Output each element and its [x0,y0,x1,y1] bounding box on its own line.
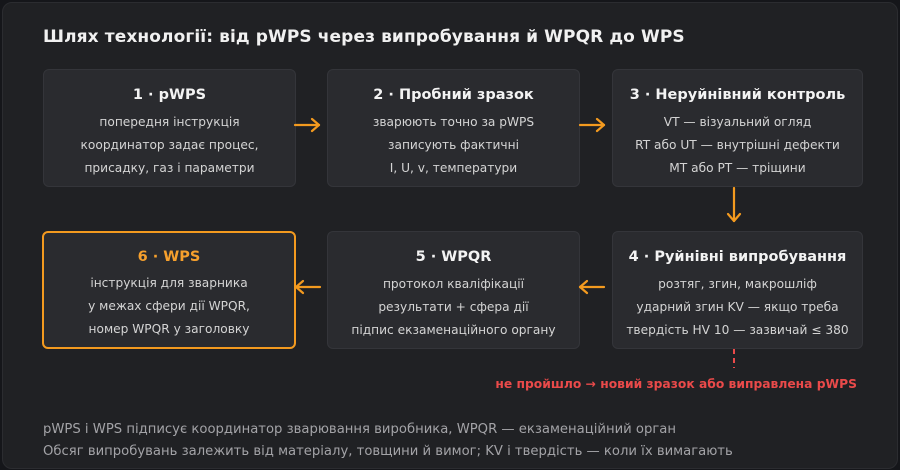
step-line: твердість HV 10 — зазвичай ≤ 380 [626,323,849,337]
step-4-destructive-tests: 4 · Руйнівні випробування розтяг, згин, … [612,231,863,349]
arrow-down-icon [726,186,742,223]
step-title: 2 · Пробний зразок [373,87,534,103]
diagram-title: Шлях технології: від pWPS через випробув… [43,27,685,47]
step-title: 3 · Неруйнівний контроль [629,87,846,103]
step-line: присадку, газ і параметри [84,161,255,175]
step-title: 6 · WPS [137,249,201,265]
step-line: попередня інструкція [99,115,240,129]
step-6-wps: 6 · WPS інструкція для зварника у межах … [42,231,296,349]
step-line: підпис екзаменаційного органу [351,323,556,337]
step-1-pwps: 1 · pWPS попередня інструкція координато… [43,69,296,187]
arrow-right-icon [293,117,321,133]
step-line: протокол кваліфікації [382,277,525,291]
arrow-left-icon [578,279,606,295]
step-line: VT — візуальний огляд [663,115,812,129]
step-line: записують фактичні [388,138,519,152]
step-line: номер WPQR у заголовку [88,322,250,336]
fail-note: не пройшло → новий зразок або виправлена… [495,377,857,391]
step-line: ударний згин KV — якщо треба [636,300,839,314]
step-line: MT або PT — тріщини [669,161,806,175]
step-line: інструкція для зварника [90,276,248,290]
step-line: RT або UT — внутрішні дефекти [635,138,840,152]
step-line: розтяг, згин, макрошліф [658,277,817,291]
step-line: координатор задає процес, [80,138,259,152]
footer-note: Обсяг випробувань залежить від матеріалу… [43,444,733,459]
step-5-wpqr: 5 · WPQR протокол кваліфікації результат… [327,231,580,349]
step-line: результати + сфера дії [378,300,529,314]
step-3-ndt: 3 · Неруйнівний контроль VT — візуальний… [612,69,863,187]
step-line: I, U, v, температури [389,161,518,175]
step-line: зварюють точно за pWPS [372,115,535,129]
step-title: 5 · WPQR [415,249,492,265]
step-line: у межах сфери дії WPQR, [88,299,250,313]
arrow-right-icon [578,117,606,133]
step-title: 4 · Руйнівні випробування [628,249,847,265]
step-title: 1 · pWPS [132,87,207,103]
footer-note: pWPS і WPS підписує координатор зварюван… [43,422,676,437]
step-2-test-piece: 2 · Пробний зразок зварюють точно за pWP… [327,69,580,187]
arrow-left-icon [294,279,322,295]
